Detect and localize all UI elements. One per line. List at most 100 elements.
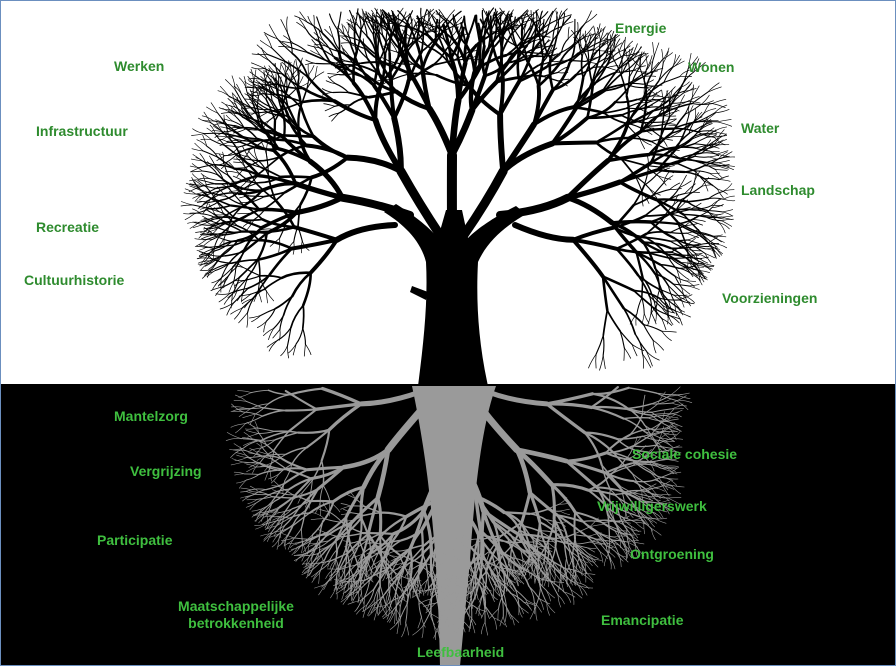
branch-stroke bbox=[253, 447, 262, 457]
branch-stroke bbox=[492, 587, 495, 599]
branch-stroke bbox=[350, 582, 358, 592]
branch-stroke bbox=[645, 490, 661, 496]
branch-stroke bbox=[483, 46, 495, 78]
branch-stroke bbox=[474, 576, 477, 591]
branch-stroke bbox=[430, 24, 441, 40]
branch-stroke bbox=[595, 26, 606, 36]
branch-stroke bbox=[411, 568, 420, 582]
branch-stroke bbox=[302, 565, 311, 574]
branch-stroke bbox=[648, 295, 653, 314]
branch-stroke bbox=[307, 64, 310, 75]
branch-stroke bbox=[388, 28, 403, 52]
branch-stroke bbox=[605, 549, 612, 560]
branch-stroke bbox=[278, 39, 292, 48]
branch-stroke bbox=[549, 36, 558, 60]
branch-stroke bbox=[717, 162, 730, 168]
tree-trunk bbox=[384, 204, 526, 386]
branch-stroke bbox=[192, 194, 204, 199]
branch-stroke bbox=[535, 576, 553, 582]
branch-stroke bbox=[283, 60, 287, 74]
branch-stroke bbox=[680, 71, 695, 89]
branch-stroke bbox=[557, 66, 568, 73]
branch-stroke bbox=[585, 563, 587, 574]
branch-stroke bbox=[268, 24, 278, 40]
branch-stroke bbox=[234, 230, 261, 234]
branch-stroke bbox=[644, 500, 660, 504]
branch-stroke bbox=[191, 148, 204, 152]
branch-stroke bbox=[674, 305, 684, 316]
branch-stroke bbox=[224, 213, 241, 221]
branch-stroke bbox=[184, 188, 197, 195]
branch-stroke bbox=[203, 224, 214, 230]
branch-stroke bbox=[618, 168, 660, 184]
branch-stroke bbox=[530, 28, 537, 55]
branch-stroke bbox=[329, 501, 341, 513]
branch-stroke bbox=[611, 539, 624, 550]
branch-stroke bbox=[217, 227, 236, 234]
branch-stroke bbox=[530, 34, 547, 55]
branch-stroke bbox=[196, 139, 208, 147]
branch-stroke bbox=[686, 229, 700, 234]
branch-stroke bbox=[506, 580, 509, 592]
branch-stroke bbox=[586, 558, 593, 566]
branch-stroke bbox=[675, 193, 690, 211]
branch-stroke bbox=[702, 262, 715, 266]
branch-stroke bbox=[256, 105, 267, 113]
branch-stroke bbox=[352, 15, 359, 26]
branch-stroke bbox=[217, 174, 237, 187]
branch-stroke bbox=[205, 257, 220, 267]
branch-stroke bbox=[180, 201, 194, 206]
branch-stroke bbox=[380, 79, 393, 88]
branch-stroke bbox=[293, 492, 303, 500]
branch-stroke bbox=[306, 545, 318, 554]
branch-stroke bbox=[316, 16, 324, 35]
branch-stroke bbox=[571, 30, 580, 41]
branch-stroke bbox=[545, 402, 593, 410]
branch-stroke bbox=[321, 500, 335, 523]
branch-stroke bbox=[329, 501, 331, 517]
branch-stroke bbox=[515, 576, 519, 587]
branch-stroke bbox=[643, 167, 649, 186]
branch-stroke bbox=[705, 133, 717, 135]
branch-stroke bbox=[417, 19, 426, 30]
branch-stroke bbox=[263, 327, 275, 336]
branch-stroke bbox=[539, 598, 544, 610]
branch-stroke bbox=[705, 132, 718, 135]
branch-stroke bbox=[441, 503, 459, 535]
branch-stroke bbox=[688, 209, 702, 212]
branch-stroke bbox=[674, 310, 683, 326]
branch-stroke bbox=[244, 415, 264, 425]
branch-stroke bbox=[394, 594, 397, 610]
branch-stroke bbox=[574, 22, 586, 40]
branch-stroke bbox=[650, 305, 663, 320]
branch-stroke bbox=[271, 453, 287, 464]
branch-stroke bbox=[642, 515, 650, 526]
branch-stroke bbox=[645, 350, 653, 367]
branch-stroke bbox=[261, 218, 296, 229]
branch-stroke bbox=[632, 520, 644, 522]
branch-stroke bbox=[208, 208, 224, 214]
branch-stroke bbox=[215, 293, 230, 295]
branch-stroke bbox=[516, 565, 538, 578]
branch-stroke bbox=[201, 115, 214, 122]
branch-stroke bbox=[515, 566, 523, 573]
branch-stroke bbox=[698, 270, 708, 278]
branch-stroke bbox=[360, 588, 375, 601]
branch-stroke bbox=[245, 454, 260, 464]
branch-stroke bbox=[459, 166, 508, 240]
branch-stroke bbox=[692, 266, 704, 268]
branch-stroke bbox=[398, 547, 412, 577]
branch-stroke bbox=[202, 174, 208, 189]
branch-stroke bbox=[302, 327, 306, 345]
branch-stroke bbox=[532, 105, 576, 127]
branch-stroke bbox=[654, 479, 672, 486]
branch-stroke bbox=[510, 592, 520, 607]
branch-stroke bbox=[671, 485, 685, 488]
branch-stroke bbox=[716, 133, 728, 140]
branch-stroke bbox=[281, 62, 292, 73]
branch-stroke bbox=[645, 217, 665, 235]
branch-stroke bbox=[434, 584, 441, 595]
branch-stroke bbox=[609, 30, 615, 44]
branch-stroke bbox=[543, 543, 547, 562]
